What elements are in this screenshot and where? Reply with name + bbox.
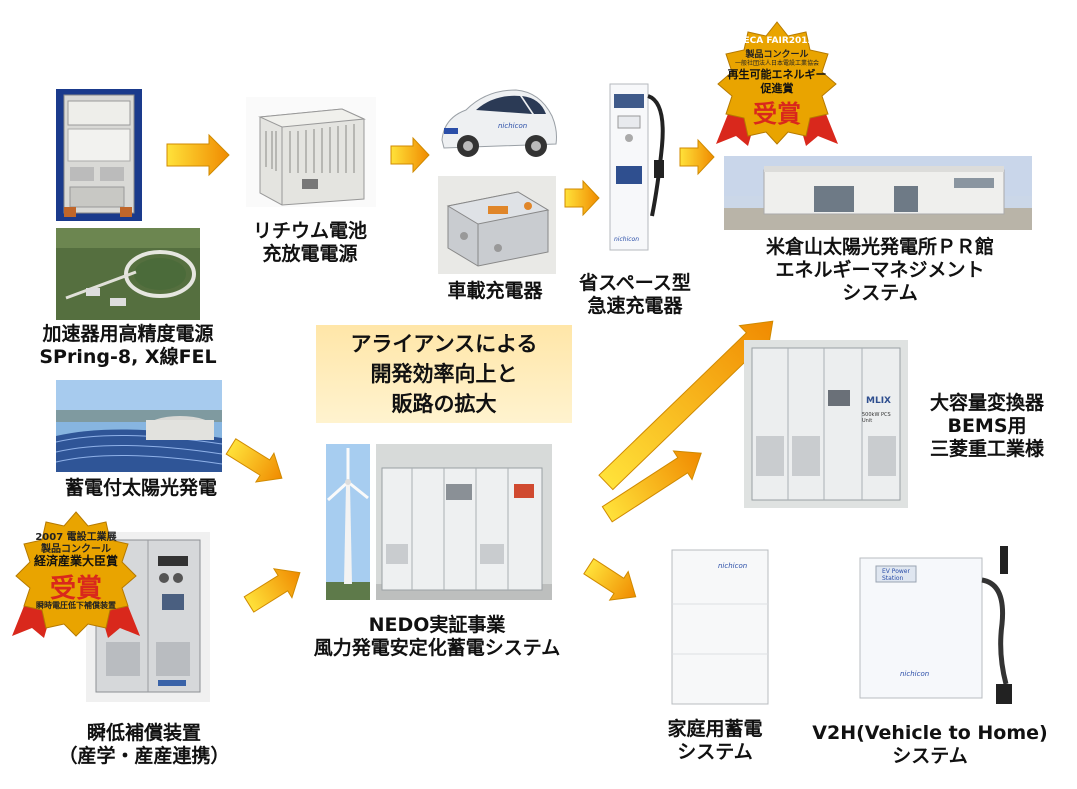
electric-vehicle-photo: nichicon (436, 82, 562, 168)
award-2007-line2: 製品コンクール (41, 544, 111, 555)
award-2007-award: 受賞 (49, 574, 102, 604)
bems-converter-photo: MLIX 500kW PCS Unit (744, 340, 908, 508)
accelerator-caption-line2: SPring-8, X線FEL (39, 346, 217, 368)
arrow-onboard-to-charger (564, 179, 600, 217)
jeca-line4: 再生可能エネルギー (727, 68, 827, 81)
quick-charger-caption: 省スペース型 急速充電器 (560, 272, 710, 318)
bems-caption-line3: 三菱重工業様 (929, 438, 1044, 460)
v2h-unit-photo: EV Power Station nichicon (856, 544, 1026, 710)
charger-brand: nichicon (614, 236, 640, 243)
arrow-nedo-to-bems (601, 450, 702, 523)
arrow-accelerator-to-lithium (166, 133, 230, 177)
bems-logo: MLIX (866, 396, 891, 406)
yonekura-caption: 米倉山太陽光発電所ＰＲ館 エネルギーマネジメント システム (740, 236, 1020, 305)
onboard-caption-line1: 車載充電器 (447, 280, 543, 302)
yonekura-caption-line1: 米倉山太陽光発電所ＰＲ館 (765, 236, 994, 258)
bems-caption-line1: 大容量変換器 (929, 392, 1044, 414)
nedo-storage-cabinet-photo (376, 444, 552, 600)
jeca-award: 受賞 (753, 100, 801, 128)
yonekura-pr-building-photo (724, 156, 1032, 230)
v2h-caption: V2H(Vehicle to Home) システム (790, 722, 1070, 768)
alliance-line2: 開発効率向上と (370, 362, 518, 386)
award-2007-line1: 2007 電設工業展 (35, 532, 117, 543)
home-caption-line2: システム (677, 741, 753, 763)
lithium-caption-line1: リチウム電池 (252, 220, 367, 242)
lithium-caption: リチウム電池 充放電電源 (220, 220, 400, 266)
nedo-caption: NEDO実証事業 風力発電安定化蓄電システム (272, 614, 602, 660)
solar-caption: 蓄電付太陽光発電 (36, 477, 246, 500)
solar-power-photo (56, 380, 222, 472)
wind-turbine-photo (326, 444, 370, 600)
award-2007-line4: 瞬時電圧低下補償装置 (36, 601, 116, 610)
arrow-solar-to-nedo (225, 438, 283, 483)
arrow-nedo-to-yonekura (598, 320, 774, 491)
quick-charger-photo: nichicon (600, 76, 676, 254)
arrow-charger-to-yonekura (679, 138, 715, 176)
accelerator-caption-line1: 加速器用高精度電源 (42, 323, 214, 345)
jeca-line2: 製品コンクール (745, 50, 809, 60)
jeca-line1: JECA FAIR2012 (740, 36, 814, 46)
solar-caption-line1: 蓄電付太陽光発電 (64, 477, 217, 499)
alliance-line3: 販路の拡大 (391, 392, 497, 416)
v2h-brand: nichicon (900, 670, 930, 678)
quick-charger-caption-line1: 省スペース型 (579, 272, 691, 294)
alliance-line1: アライアンスによる (350, 332, 538, 356)
nedo-caption-line1: NEDO実証事業 (368, 614, 506, 636)
award-badge-2007: 2007 電設工業展 製品コンクール 経済産業大臣賞 受賞 瞬時電圧低下補償装置 (6, 510, 146, 638)
quick-charger-caption-line2: 急速充電器 (587, 295, 683, 317)
sag-caption-line2: （産学・産産連携） (58, 745, 230, 767)
v2h-caption-line2: システム (892, 745, 968, 767)
award-2007-line3: 経済産業大臣賞 (33, 554, 118, 568)
bems-unit: 500kW PCS Unit (862, 412, 891, 424)
home-storage-caption: 家庭用蓄電 システム (640, 718, 790, 764)
alliance-box: アライアンスによる 開発効率向上と 販路の拡大 (316, 325, 572, 423)
bems-caption: 大容量変換器 BEMS用 三菱重工業様 (912, 392, 1062, 461)
arrow-nedo-to-home (583, 558, 637, 601)
onboard-charger-photo (438, 176, 556, 274)
home-storage-photo: nichicon (656, 544, 784, 710)
yonekura-caption-line3: システム (842, 282, 918, 304)
spring8-aerial-photo (56, 228, 200, 320)
yonekura-caption-line2: エネルギーマネジメント (775, 259, 985, 281)
nedo-caption-line2: 風力発電安定化蓄電システム (313, 637, 561, 659)
arrow-sag-to-nedo (243, 568, 301, 613)
accelerator-power-supply-photo (56, 89, 142, 221)
lithium-caption-line2: 充放電電源 (262, 243, 358, 265)
bems-caption-line2: BEMS用 (947, 415, 1027, 437)
car-brand: nichicon (498, 122, 528, 130)
jeca-line3: 一般社団法人日本電設工業協会 (734, 60, 819, 67)
lithium-power-supply-photo (246, 97, 376, 207)
sag-caption-line1: 瞬低補償装置 (86, 722, 201, 744)
onboard-charger-caption: 車載充電器 (420, 280, 570, 303)
arrow-lithium-to-vehicle (390, 136, 430, 174)
award-badge-jeca2012: JECA FAIR2012 製品コンクール 一般社団法人日本電設工業協会 再生可… (712, 20, 842, 146)
sag-compensator-caption: 瞬低補償装置 （産学・産産連携） (34, 722, 254, 768)
jeca-line5: 促進賞 (760, 82, 794, 95)
v2h-caption-line1: V2H(Vehicle to Home) (812, 722, 1048, 744)
home-caption-line1: 家庭用蓄電 (667, 718, 763, 740)
accelerator-caption: 加速器用高精度電源 SPring-8, X線FEL (18, 323, 238, 369)
home-brand: nichicon (718, 562, 748, 570)
v2h-panel-label: EV Power Station (882, 568, 910, 582)
